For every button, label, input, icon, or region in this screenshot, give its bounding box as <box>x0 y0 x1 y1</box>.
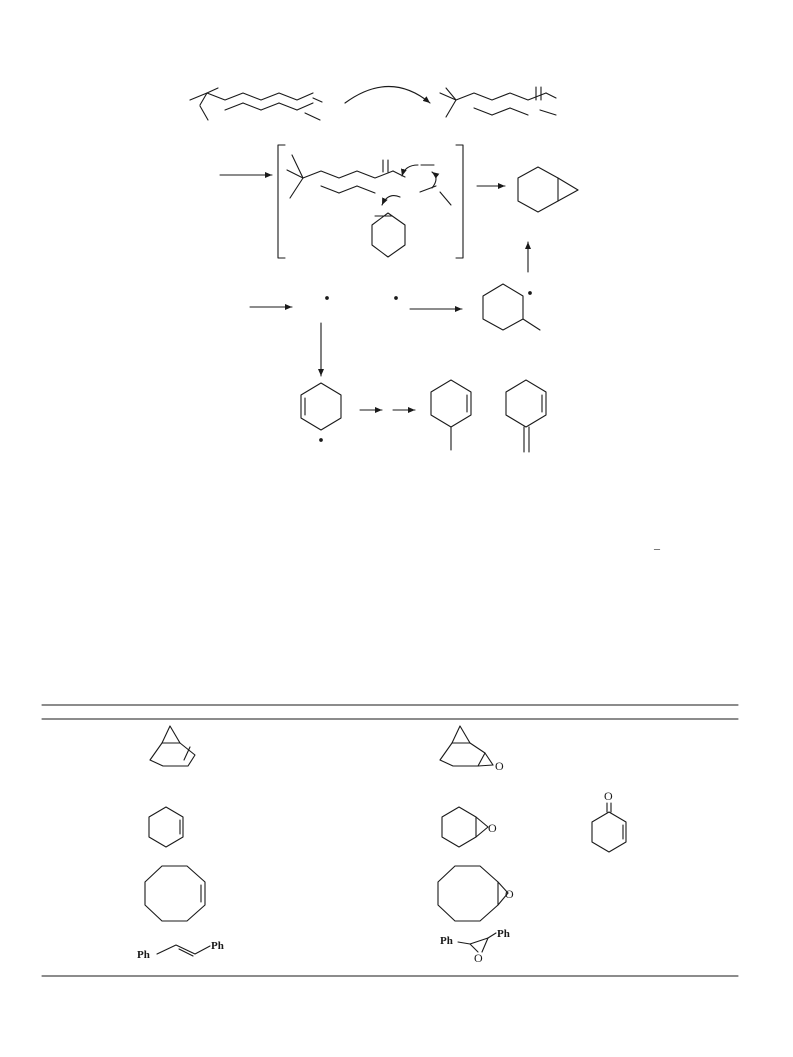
product-chain <box>439 86 557 118</box>
norbornene-oxide: O <box>439 725 504 773</box>
mechanism-scheme: – <box>189 86 661 555</box>
norbornene <box>149 725 196 767</box>
oxygen-label: O <box>495 759 504 773</box>
bicyclic-product <box>517 166 579 213</box>
cyclohexenyl-radical <box>300 382 342 442</box>
ketone-oxygen-label: O <box>604 789 613 803</box>
transition-bracket-left <box>277 144 286 259</box>
phenyl-label-left: Ph <box>440 935 453 947</box>
transition-complex <box>286 154 452 258</box>
dash-mark: – <box>653 541 661 555</box>
cyclohexyl-radical <box>482 283 541 331</box>
results-table: O O O O <box>41 704 739 977</box>
curved-arrow-row1 <box>344 86 431 104</box>
oxygen-label: O <box>505 887 514 901</box>
phenyl-label-left: Ph <box>137 949 150 961</box>
methylcyclohexene <box>430 379 472 451</box>
radical-dot-2 <box>394 296 398 300</box>
reactant-chain <box>189 87 323 121</box>
radical-dot-1 <box>325 296 329 300</box>
phenyl-label-right: Ph <box>497 928 510 940</box>
methylenecyclohexene <box>505 379 547 453</box>
cyclohexene <box>148 806 184 848</box>
stilbene: Ph Ph <box>137 940 224 961</box>
transition-bracket-right <box>455 144 464 259</box>
phenyl-label-right: Ph <box>211 940 224 952</box>
cyclohexenone: O <box>591 789 627 853</box>
cyclooctene-oxide: O <box>437 865 514 922</box>
epoxide-oxygen-label: O <box>474 951 483 965</box>
oxygen-label: O <box>488 821 497 835</box>
cyclohexene-oxide: O <box>441 806 497 848</box>
stilbene-oxide: Ph Ph O <box>440 928 510 965</box>
cyclooctene <box>144 865 206 922</box>
